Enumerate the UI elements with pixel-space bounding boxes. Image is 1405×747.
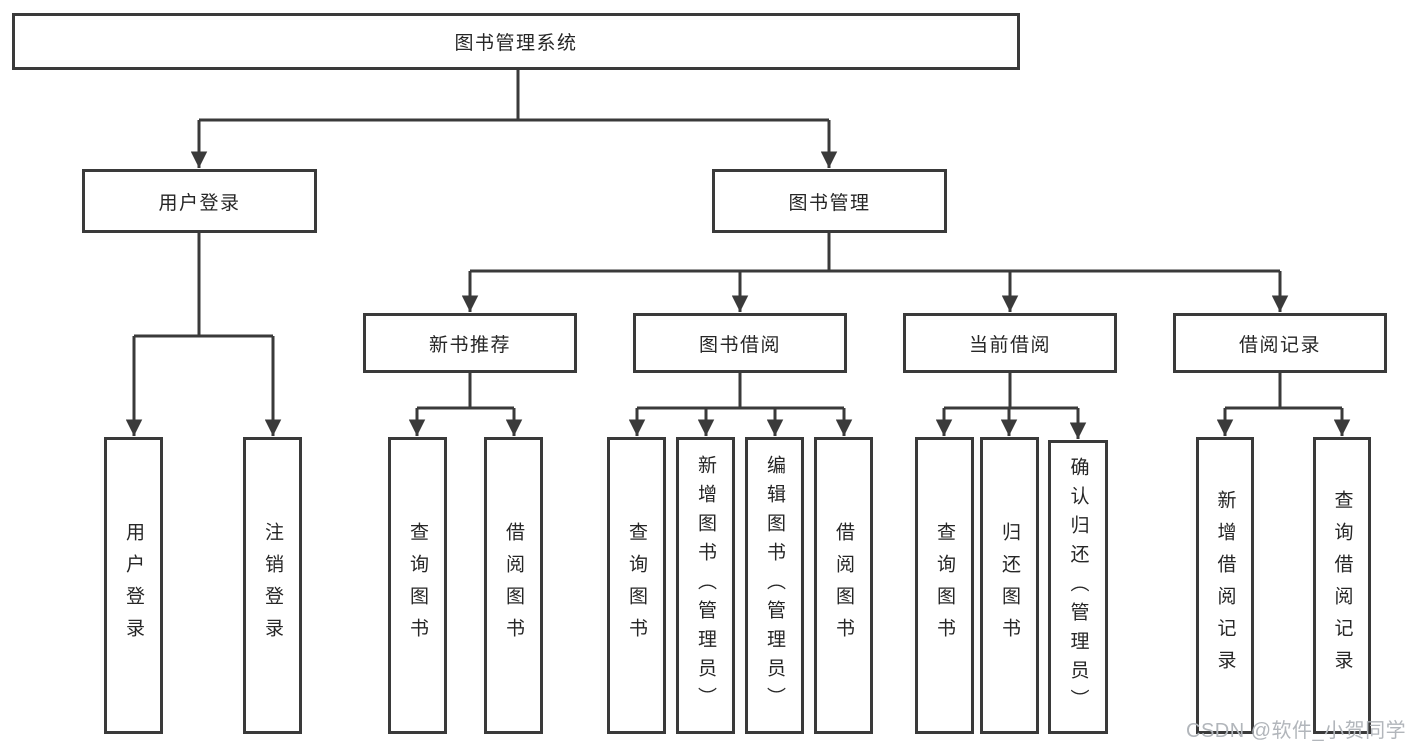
leaf-query-books-recommend-label: 查询图书	[407, 521, 428, 650]
node-new-book-recommend-label: 新书推荐	[428, 334, 511, 356]
leaf-return-books: 归还图书	[980, 437, 1039, 734]
leaf-add-borrow-record: 新增借阅记录	[1196, 437, 1254, 734]
leaf-borrow-books: 借阅图书	[814, 437, 873, 734]
leaf-confirm-return-admin-label: 确认归还（管理员）	[1067, 456, 1089, 718]
node-book-borrow-label: 图书借阅	[698, 334, 781, 356]
node-book-borrow: 图书借阅	[633, 313, 847, 373]
leaf-query-books-current: 查询图书	[915, 437, 974, 734]
node-borrow-records: 借阅记录	[1173, 313, 1387, 373]
leaf-logout-label: 注销登录	[262, 521, 283, 650]
node-borrow-records-label: 借阅记录	[1238, 334, 1321, 356]
leaf-add-borrow-record-label: 新增借阅记录	[1214, 489, 1236, 682]
watermark: CSDN @软件_小贺同学	[1186, 720, 1405, 742]
leaf-borrow-books-label: 借阅图书	[833, 521, 854, 650]
leaf-add-book-admin-label: 新增图书（管理员）	[695, 455, 716, 716]
node-book-management-label: 图书管理	[788, 192, 871, 214]
node-current-borrow-label: 当前借阅	[968, 334, 1051, 356]
leaf-query-borrow-record-label: 查询借阅记录	[1331, 489, 1353, 682]
leaf-user-login: 用户登录	[104, 437, 163, 734]
leaf-user-login-label: 用户登录	[123, 521, 144, 650]
leaf-query-books-borrow: 查询图书	[607, 437, 666, 734]
leaf-return-books-label: 归还图书	[999, 521, 1020, 650]
leaf-logout: 注销登录	[243, 437, 302, 734]
leaf-query-books-recommend: 查询图书	[388, 437, 447, 734]
node-user-login-label: 用户登录	[158, 192, 241, 214]
leaf-add-book-admin: 新增图书（管理员）	[676, 437, 735, 734]
leaf-borrow-books-recommend-label: 借阅图书	[503, 521, 524, 650]
leaf-query-books-borrow-label: 查询图书	[626, 521, 647, 650]
node-book-management: 图书管理	[712, 169, 947, 233]
leaf-borrow-books-recommend: 借阅图书	[484, 437, 543, 734]
leaf-query-borrow-record: 查询借阅记录	[1313, 437, 1371, 734]
leaf-edit-book-admin-label: 编辑图书（管理员）	[764, 455, 785, 716]
node-root-label: 图书管理系统	[454, 33, 578, 54]
node-new-book-recommend: 新书推荐	[363, 313, 577, 373]
node-user-login: 用户登录	[82, 169, 317, 233]
leaf-edit-book-admin: 编辑图书（管理员）	[745, 437, 804, 734]
node-current-borrow: 当前借阅	[903, 313, 1117, 373]
node-root: 图书管理系统	[12, 13, 1020, 70]
leaf-query-books-current-label: 查询图书	[934, 521, 955, 650]
leaf-confirm-return-admin: 确认归还（管理员）	[1048, 440, 1108, 734]
